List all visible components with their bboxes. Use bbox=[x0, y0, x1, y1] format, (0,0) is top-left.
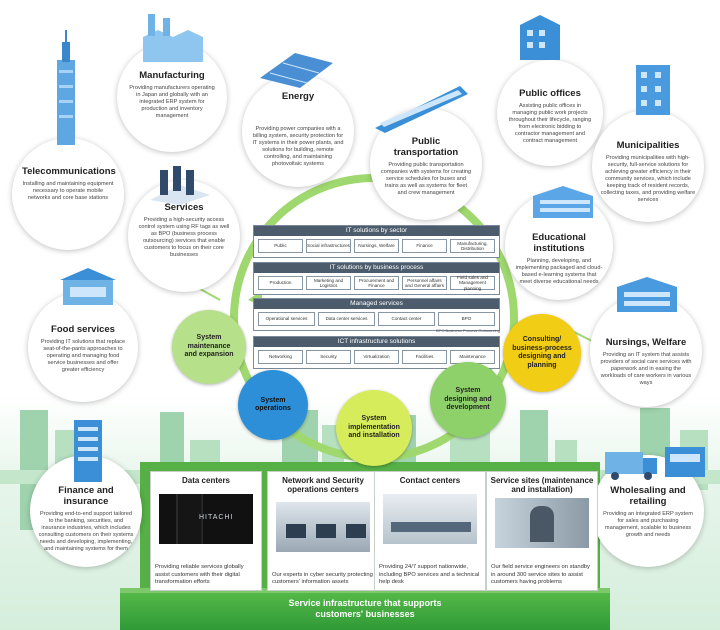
sector-telecom-desc: Installing and maintaining equipment nec… bbox=[22, 181, 114, 201]
sector-nursing: Nursings, Welfare Providing an IT system… bbox=[590, 295, 702, 407]
sector-public-cell: Public bbox=[258, 239, 303, 253]
process-procurement-cell: Procurement and Finance bbox=[354, 276, 399, 290]
solar-panel-icon bbox=[260, 53, 333, 88]
contact-center-photo bbox=[383, 494, 477, 544]
public-office-icon bbox=[520, 15, 560, 60]
sector-nursing-desc: Providing an IT system that assists prov… bbox=[600, 352, 692, 386]
panel-it-sector: IT solutions by sector Public Social inf… bbox=[253, 225, 500, 258]
process-production-cell: Production bbox=[258, 276, 303, 290]
sector-manufacturing-title: Manufacturing bbox=[139, 70, 205, 81]
sector-services: Services Providing a high-security acces… bbox=[128, 180, 240, 292]
bpo-note: BPO:Business Process Outsourcing bbox=[435, 328, 500, 333]
sector-education-desc: Planning, developing, and implementing p… bbox=[515, 258, 603, 285]
cycle-operations-label: System operations bbox=[255, 396, 291, 413]
panel-managed-title: Managed services bbox=[254, 299, 499, 309]
panel-it-sector-title: IT solutions by sector bbox=[254, 226, 499, 236]
cycle-implementation-label: System implementation and installation bbox=[348, 415, 400, 440]
sector-telecom: Telecommunications Installing and mainta… bbox=[12, 138, 124, 250]
ict-virtualization-cell: Virtualization bbox=[354, 350, 399, 364]
card-security-centers-desc: Our experts in cyber security protecting… bbox=[272, 571, 373, 585]
sector-energy-title: Energy bbox=[281, 91, 315, 102]
train-icon bbox=[375, 86, 468, 133]
sector-wholesale-title: Wholesaling and retailing bbox=[610, 485, 686, 507]
server-room-icon bbox=[150, 166, 210, 205]
sector-municipalities-title: Municipalities bbox=[616, 140, 680, 151]
sector-telecom-title: Telecommunications bbox=[22, 166, 116, 177]
sector-municipalities-desc: Providing municipalities with high-secur… bbox=[600, 155, 696, 203]
sector-manufacturing-desc: Providing manufacturers operating in Jap… bbox=[129, 85, 215, 119]
sector-energy-desc: Providing power companies with a billing… bbox=[252, 126, 344, 167]
managed-datacenter-cell: Data center services bbox=[318, 312, 375, 326]
card-contact-centers: Contact centers Providing 24/7 support n… bbox=[374, 471, 486, 591]
bank-building-icon bbox=[74, 420, 102, 482]
data-center-photo: HITACHI bbox=[159, 494, 253, 544]
managed-bpo-cell: BPO bbox=[438, 312, 495, 326]
cycle-maintenance-label: System maintenance and expansion bbox=[184, 334, 234, 359]
cycle-operations: System operations bbox=[238, 370, 308, 440]
telecom-tower-icon bbox=[57, 30, 75, 145]
sector-food: Food services Providing IT solutions tha… bbox=[28, 292, 138, 402]
sector-public-desc: Assisting public offices in managing pub… bbox=[508, 103, 592, 144]
sector-public-offices: Public offices Assisting public offices … bbox=[497, 60, 603, 166]
sector-municipalities: Municipalities Providing municipalities … bbox=[592, 110, 704, 222]
sector-finance-title: Finance and insurance bbox=[58, 485, 114, 507]
sector-food-desc: Providing IT solutions that replace seat… bbox=[40, 339, 126, 373]
process-marketing-cell: Marketing and Logistics bbox=[306, 276, 351, 290]
ict-networking-cell: Networking bbox=[258, 350, 303, 364]
sector-transport-desc: Providing public transportation companie… bbox=[380, 162, 472, 196]
card-data-centers-title: Data centers bbox=[181, 476, 231, 485]
cycle-consulting-label: Consulting/ business-process designing a… bbox=[512, 336, 572, 369]
infrastructure-base-label: Service infrastructure that supports cus… bbox=[288, 598, 442, 619]
data-center-sign: HITACHI bbox=[199, 514, 234, 521]
nursing-home-icon bbox=[617, 277, 677, 312]
card-service-sites: Service sites (maintenance and installat… bbox=[486, 471, 598, 591]
sector-nursing-title: Nursings, Welfare bbox=[605, 337, 687, 348]
panel-managed-services: Managed services Operational services Da… bbox=[253, 298, 500, 331]
cycle-implementation: System implementation and installation bbox=[336, 390, 412, 466]
card-contact-centers-desc: Providing 24/7 support nationwide, inclu… bbox=[379, 564, 480, 585]
service-site-photo bbox=[495, 498, 589, 548]
restaurant-icon bbox=[60, 268, 116, 305]
security-center-photo bbox=[276, 502, 370, 552]
municipal-building-icon bbox=[636, 65, 670, 115]
cycle-maintenance: System maintenance and expansion bbox=[172, 310, 246, 384]
sector-education-title: Educational institutions bbox=[532, 232, 586, 254]
card-service-sites-title: Service sites (maintenance and installat… bbox=[490, 476, 594, 494]
sector-social-cell: Social infrastructures bbox=[306, 239, 351, 253]
sector-transport-title: Public transportation bbox=[393, 136, 459, 158]
cycle-consulting: Consulting/ business-process designing a… bbox=[503, 314, 581, 392]
ict-security-cell: Security bbox=[306, 350, 351, 364]
managed-operational-cell: Operational services bbox=[258, 312, 315, 326]
card-data-centers-desc: Providing reliable services globally ass… bbox=[155, 564, 244, 585]
sector-finance-desc: Providing end-to-end support tailored to… bbox=[38, 511, 134, 552]
sector-energy: Energy Providing power companies with a … bbox=[242, 75, 354, 187]
process-field-sales-cell: Field sales and Management planning bbox=[450, 275, 495, 291]
managed-contact-cell: Contact center bbox=[378, 312, 435, 326]
sector-services-title: Services bbox=[164, 202, 204, 213]
sector-finance-cell: Finance bbox=[402, 239, 447, 253]
sector-nursing-cell: Nursings, Welfare bbox=[354, 239, 399, 253]
sector-public-title: Public offices bbox=[519, 88, 581, 99]
sector-services-desc: Providing a high-security access control… bbox=[138, 217, 230, 258]
sector-wholesale-desc: Providing an integrated ERP system for s… bbox=[603, 511, 693, 538]
cycle-design: System designing and development bbox=[430, 362, 506, 438]
process-personnel-cell: Personnel affairs and General affairs bbox=[402, 276, 447, 290]
card-service-sites-desc: Our field service engineers on standby i… bbox=[491, 564, 590, 585]
panel-it-process: IT solutions by business process Product… bbox=[253, 262, 500, 295]
card-security-centers: Network and Security operations centers … bbox=[267, 471, 379, 591]
ict-facilities-cell: Facilities bbox=[402, 350, 447, 364]
panel-ict-title: ICT infrastructure solutions bbox=[254, 337, 499, 347]
truck-store-icon bbox=[605, 447, 705, 480]
card-data-centers: Data centers HITACHI Providing reliable … bbox=[150, 471, 262, 591]
panel-it-process-title: IT solutions by business process bbox=[254, 263, 499, 273]
sector-manufacturing-cell: Manufacturing, Distribution bbox=[450, 239, 495, 253]
school-icon bbox=[533, 186, 593, 218]
sector-food-title: Food services bbox=[51, 324, 115, 335]
cycle-design-label: System designing and development bbox=[444, 387, 492, 412]
factory-icon bbox=[143, 14, 203, 62]
card-contact-centers-title: Contact centers bbox=[399, 476, 461, 485]
card-security-centers-title: Network and Security operations centers bbox=[282, 476, 364, 494]
